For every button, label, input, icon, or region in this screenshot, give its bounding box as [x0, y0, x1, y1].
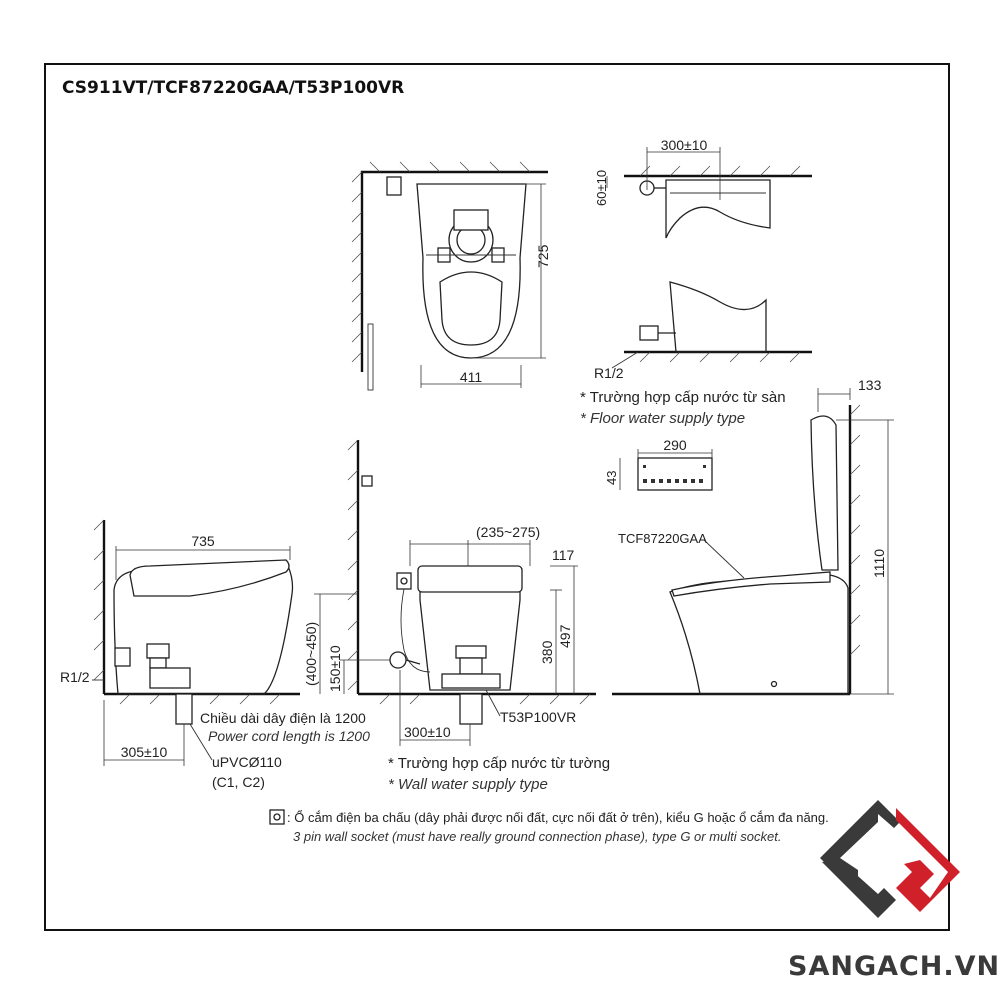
seat-side [671, 571, 831, 597]
floor-supply-valve [639, 325, 659, 341]
label-r12-floor: R1/2 [594, 365, 624, 381]
label-pipe: uPVCØ110 [212, 754, 282, 770]
label-cord-en: Power cord length is 1200 [208, 728, 370, 744]
front-view: (235~275) 117 380 497 (400~450) 150±10 3… [303, 439, 596, 746]
side-drain-pipe [175, 693, 193, 725]
tank-front-outline [669, 281, 767, 353]
dim-43: 43 [604, 471, 619, 485]
socket-legend-icon [269, 809, 285, 825]
tank-top-outline [665, 179, 771, 239]
dim-117: 117 [552, 547, 575, 563]
dim-735: 735 [191, 533, 215, 549]
label-model-valve: T53P100VR [500, 709, 576, 725]
dim-133: 133 [858, 377, 882, 393]
front-lid [417, 565, 523, 593]
lid-open [810, 415, 839, 571]
dim-380: 380 [539, 640, 555, 664]
dim-300-top: 300±10 [661, 137, 708, 153]
label-socket-vi: : Ổ cắm điện ba chấu (dây phải được nối … [287, 810, 829, 825]
drawing-title: CS911VT/TCF87220GAA/T53P100VR [62, 78, 404, 98]
dim-497: 497 [557, 624, 573, 648]
remote-control: 290 43 [604, 437, 713, 491]
dim-411: 411 [460, 369, 483, 385]
remote-body [637, 457, 713, 491]
dim-400-450: (400~450) [303, 622, 319, 686]
front-drain-top [455, 645, 487, 659]
dim-725: 725 [535, 244, 551, 268]
plan-bowl-opening [439, 271, 503, 346]
side-view-left: R1/2 735 305±10 uPVCØ110 (C1, C2) [60, 519, 300, 790]
front-drain-pipe [459, 693, 483, 725]
label-wall-supply-vi: * Trường hợp cấp nước từ tường [388, 755, 610, 772]
dim-300-wall: 300±10 [404, 724, 451, 740]
label-r12-left: R1/2 [60, 669, 90, 685]
dim-60: 60±10 [594, 170, 609, 206]
plan-bowl-outline [416, 183, 527, 359]
plan-connector [453, 209, 489, 231]
label-floor-supply-vi: * Trường hợp cấp nước từ sàn [580, 389, 786, 406]
dim-235-275: (235~275) [476, 524, 540, 540]
drawing-frame [44, 63, 950, 931]
side-drain-elbow [149, 667, 191, 689]
dim-305: 305±10 [121, 744, 168, 760]
watermark-logo: SANGACH.VN [788, 800, 1000, 982]
side-drain-top [146, 643, 170, 659]
dim-1110: 1110 [871, 549, 887, 578]
dim-290: 290 [663, 437, 687, 453]
label-model-seat: TCF87220GAA [618, 531, 707, 546]
wall-bracket [367, 323, 374, 391]
label-socket-en: 3 pin wall socket (must have really grou… [293, 829, 781, 844]
socket-icon [396, 572, 412, 590]
lid-closed [129, 559, 290, 597]
plan-valve [386, 176, 402, 196]
label-wall-supply-en: * Wall water supply type [388, 776, 548, 793]
side-view-open: TCF87220GAA 133 1110 [612, 377, 894, 696]
front-drain-base [441, 673, 501, 689]
side-valve [114, 647, 131, 667]
plan-view: 411 725 [351, 161, 551, 391]
dim-150: 150±10 [327, 645, 343, 692]
wall-supply-valve [389, 651, 407, 669]
label-pipe-sub: (C1, C2) [212, 774, 265, 790]
floor-supply-detail: 300±10 60±10 R1/2 * Trường hợp cấp nước … [580, 137, 812, 427]
watermark-text: SANGACH.VN [788, 951, 1000, 982]
label-cord-vi: Chiều dài dây điện là 1200 [200, 710, 366, 726]
label-floor-supply-en: * Floor water supply type [580, 410, 745, 427]
